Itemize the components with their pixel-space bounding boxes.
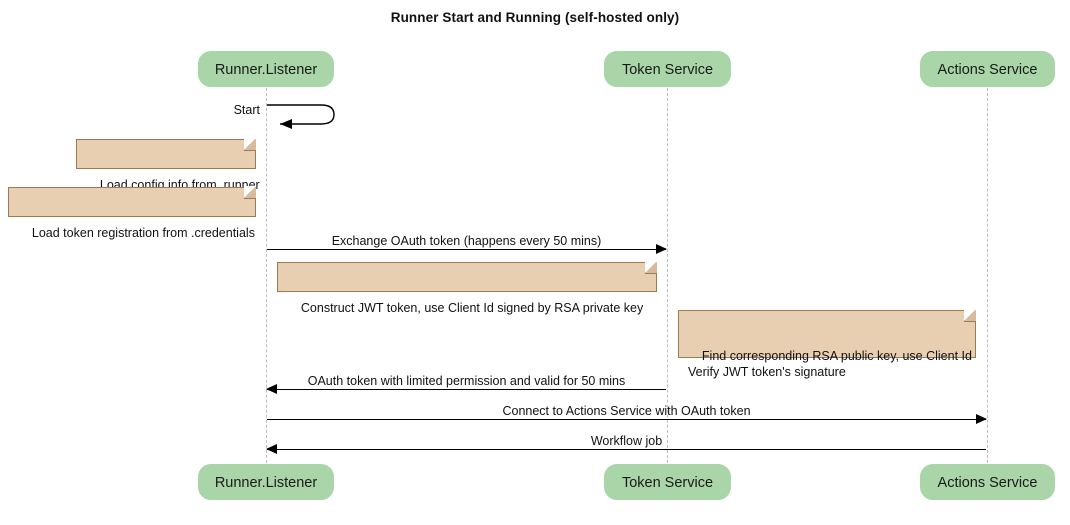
participant-actions-top[interactable]: Actions Service <box>920 51 1055 87</box>
note-fold-icon <box>244 186 256 199</box>
message-workflow-job-arrowhead <box>266 444 277 454</box>
message-workflow-job-label: Workflow job <box>590 434 663 448</box>
message-oauth-return-arrowhead <box>266 384 277 394</box>
participant-token-bottom[interactable]: Token Service <box>604 464 731 500</box>
lifeline-runner <box>266 88 267 463</box>
participant-runner-top[interactable]: Runner.Listener <box>198 51 334 87</box>
message-exchange-oauth-line <box>267 249 666 250</box>
message-oauth-return-label: OAuth token with limited permission and … <box>307 374 626 388</box>
message-connect-actions-label: Connect to Actions Service with OAuth to… <box>502 404 751 418</box>
message-connect-actions-arrowhead <box>976 414 987 424</box>
note-fold-icon <box>645 261 657 274</box>
participant-runner-bottom[interactable]: Runner.Listener <box>198 464 334 500</box>
note-fold-icon <box>964 309 976 322</box>
self-message-start <box>266 100 336 132</box>
participant-label: Token Service <box>621 475 714 491</box>
note-construct-jwt: Construct JWT token, use Client Id signe… <box>277 261 657 315</box>
note-load-config: Load config info from .runner <box>76 138 260 192</box>
message-exchange-oauth-label: Exchange OAuth token (happens every 50 m… <box>331 234 602 248</box>
diagram-title: Runner Start and Running (self-hosted on… <box>390 10 680 25</box>
self-message-start-label: Start <box>233 103 260 117</box>
note-text: Load token registration from .credential… <box>31 226 255 240</box>
lifeline-token <box>667 88 668 463</box>
message-oauth-return-line <box>267 389 666 390</box>
participant-label: Token Service <box>621 62 714 78</box>
message-exchange-oauth-arrowhead <box>656 244 667 254</box>
participant-label: Runner.Listener <box>214 475 318 491</box>
note-load-token-registration: Load token registration from .credential… <box>8 186 256 240</box>
message-connect-actions-line <box>267 419 986 420</box>
lifeline-actions <box>987 88 988 463</box>
participant-actions-bottom[interactable]: Actions Service <box>920 464 1055 500</box>
note-verify-jwt: Find corresponding RSA public key, use C… <box>678 309 976 379</box>
message-workflow-job-line <box>267 449 986 450</box>
note-text: Construct JWT token, use Client Id signe… <box>300 301 644 315</box>
participant-label: Runner.Listener <box>214 62 318 78</box>
note-fold-icon <box>244 138 256 151</box>
self-message-path <box>267 104 335 129</box>
participant-label: Actions Service <box>937 475 1038 491</box>
note-text: Find corresponding RSA public key, use C… <box>688 349 972 379</box>
participant-label: Actions Service <box>937 62 1038 78</box>
participant-token-top[interactable]: Token Service <box>604 51 731 87</box>
